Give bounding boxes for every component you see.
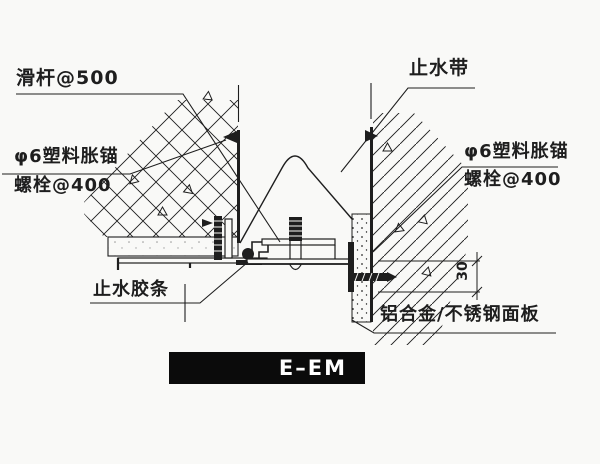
dimension-30-lines	[378, 252, 483, 300]
waterstop-band-label: 止水带	[409, 57, 470, 79]
wall-face-lines	[237, 83, 373, 322]
panel-label: 铝合金/不锈钢面板	[380, 304, 540, 325]
right-concrete-wall-hatch	[373, 113, 468, 345]
floor-slab	[107, 236, 239, 257]
waterstop-band-curve	[239, 155, 353, 244]
anchor-left-label-line1: φ6塑料胀锚	[14, 146, 119, 167]
expansion-screw	[349, 270, 397, 284]
joint-cover-assembly	[116, 216, 354, 292]
anchor-symbol-left	[223, 131, 237, 143]
mortar-strip	[351, 213, 372, 323]
left-concrete-wall-hatch	[84, 100, 238, 237]
seal-strip-label: 止水胶条	[93, 279, 169, 300]
anchor-symbol-right	[365, 130, 378, 142]
concrete-triangle-symbols	[129, 90, 432, 277]
leader-lines	[2, 87, 558, 334]
detail-title-box: E–EM	[169, 352, 365, 384]
slide-rod-label: 滑杆@500	[16, 67, 119, 89]
anchor-right-label-line2: 螺栓@400	[464, 169, 562, 190]
anchor-left-label-line2: 螺栓@400	[14, 175, 112, 196]
dimension-30-text: 30	[455, 261, 471, 281]
detail-title-text: E–EM	[278, 356, 347, 380]
anchor-right-label-line1: φ6塑料胀锚	[464, 141, 569, 162]
